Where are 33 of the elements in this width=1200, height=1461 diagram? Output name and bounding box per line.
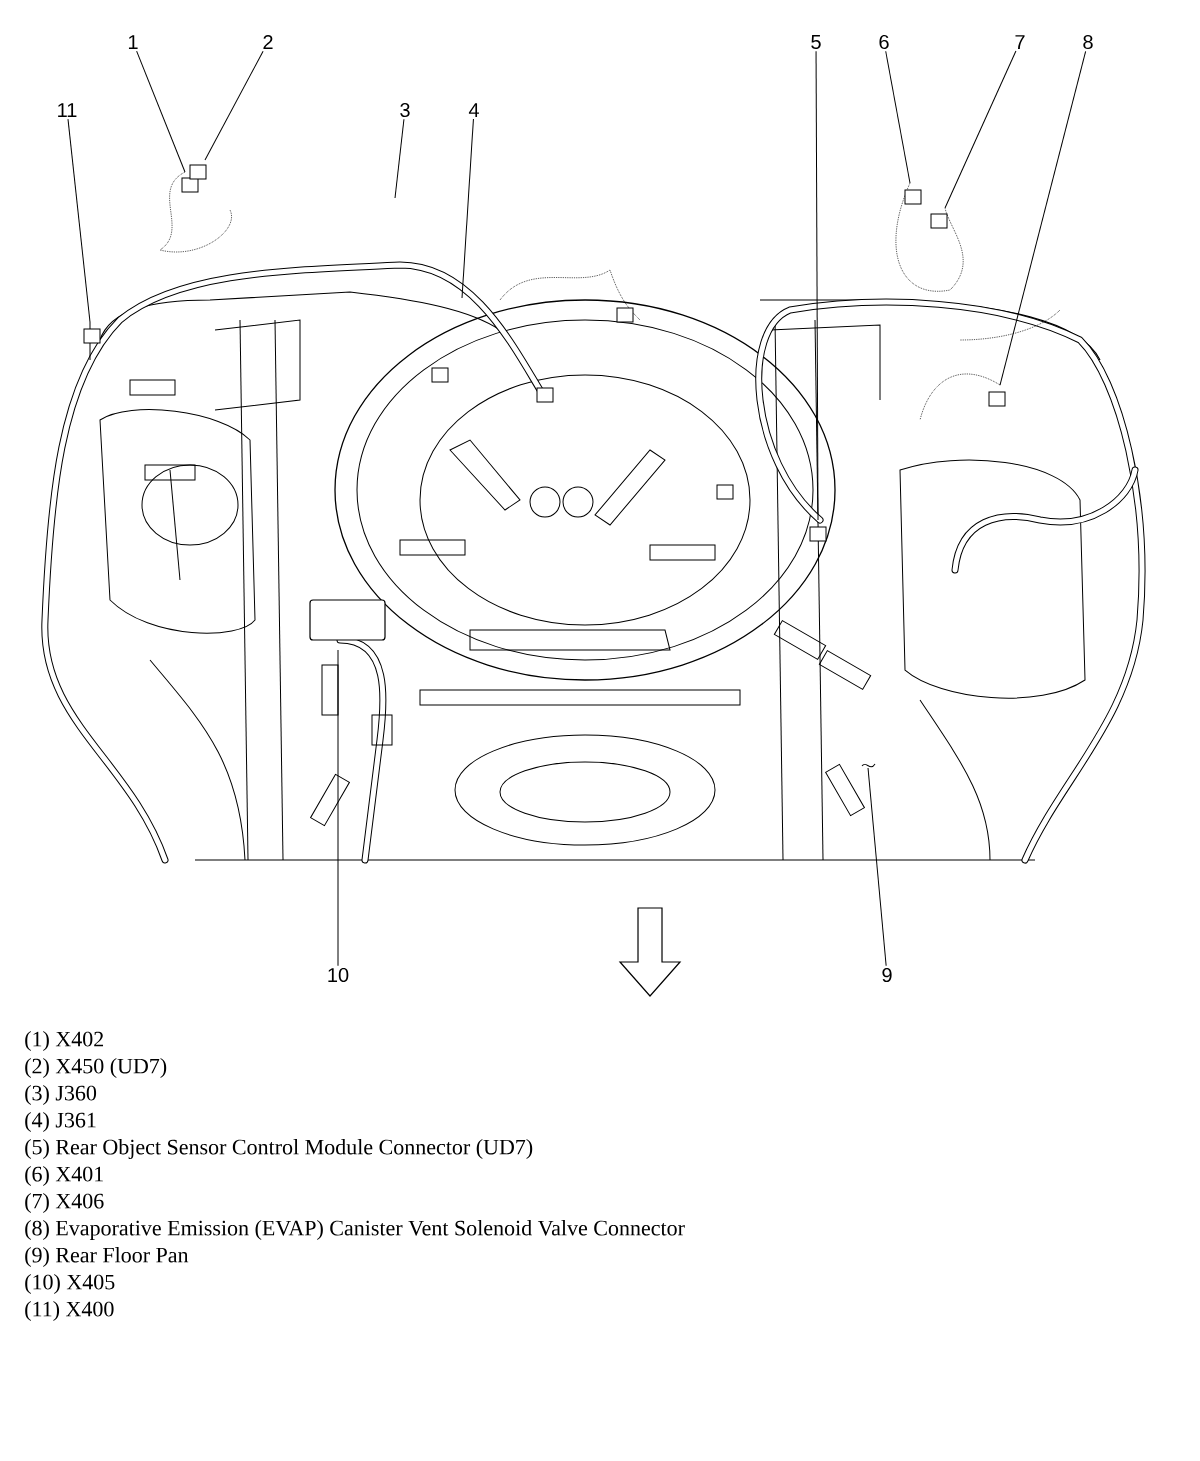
legend-text: (9) Rear Floor Pan [25, 1247, 189, 1267]
leader-line [461, 118, 474, 299]
leader-line [867, 767, 887, 967]
leader-line [944, 50, 1017, 209]
legend-text: (3) J360 [25, 1085, 97, 1105]
leader-line [885, 50, 911, 184]
leader-line [815, 50, 819, 521]
callout-number: 2 [263, 35, 273, 49]
callout-number: 11 [58, 103, 77, 117]
legend-text: (11) X400 [25, 1301, 114, 1321]
legend-text: (5) Rear Object Sensor Control Module Connector (UD7) [25, 1139, 533, 1159]
legend-text: (1) X402 [25, 1031, 103, 1051]
legend-text: (8) Evaporative Emission (EVAP) Canister Vent Solenoid Valve Connector [25, 1220, 685, 1240]
callout-number: 6 [879, 34, 889, 50]
callout-number: 5 [811, 35, 821, 49]
legend-text: (6) X401 [25, 1166, 103, 1186]
leader-line [999, 50, 1087, 386]
callout-number: 3 [400, 102, 410, 118]
callout-number: 4 [468, 103, 479, 117]
legend-text: (7) X406 [25, 1193, 104, 1213]
callout-number: 1 [128, 35, 138, 49]
callout-number: 8 [1083, 34, 1093, 50]
leader-line [67, 118, 91, 323]
legend-text: (10) X405 [25, 1274, 115, 1294]
leader-line [136, 50, 186, 173]
legend-text: (2) X450 (UD7) [25, 1058, 167, 1078]
leader-line [394, 118, 405, 199]
callout-number: 9 [882, 967, 892, 983]
callout-number: 10 [328, 967, 349, 983]
callout-number: 7 [1015, 35, 1025, 49]
leader-line [337, 649, 339, 967]
leader-line [204, 50, 264, 161]
legend-text: (4) J361 [25, 1112, 96, 1132]
